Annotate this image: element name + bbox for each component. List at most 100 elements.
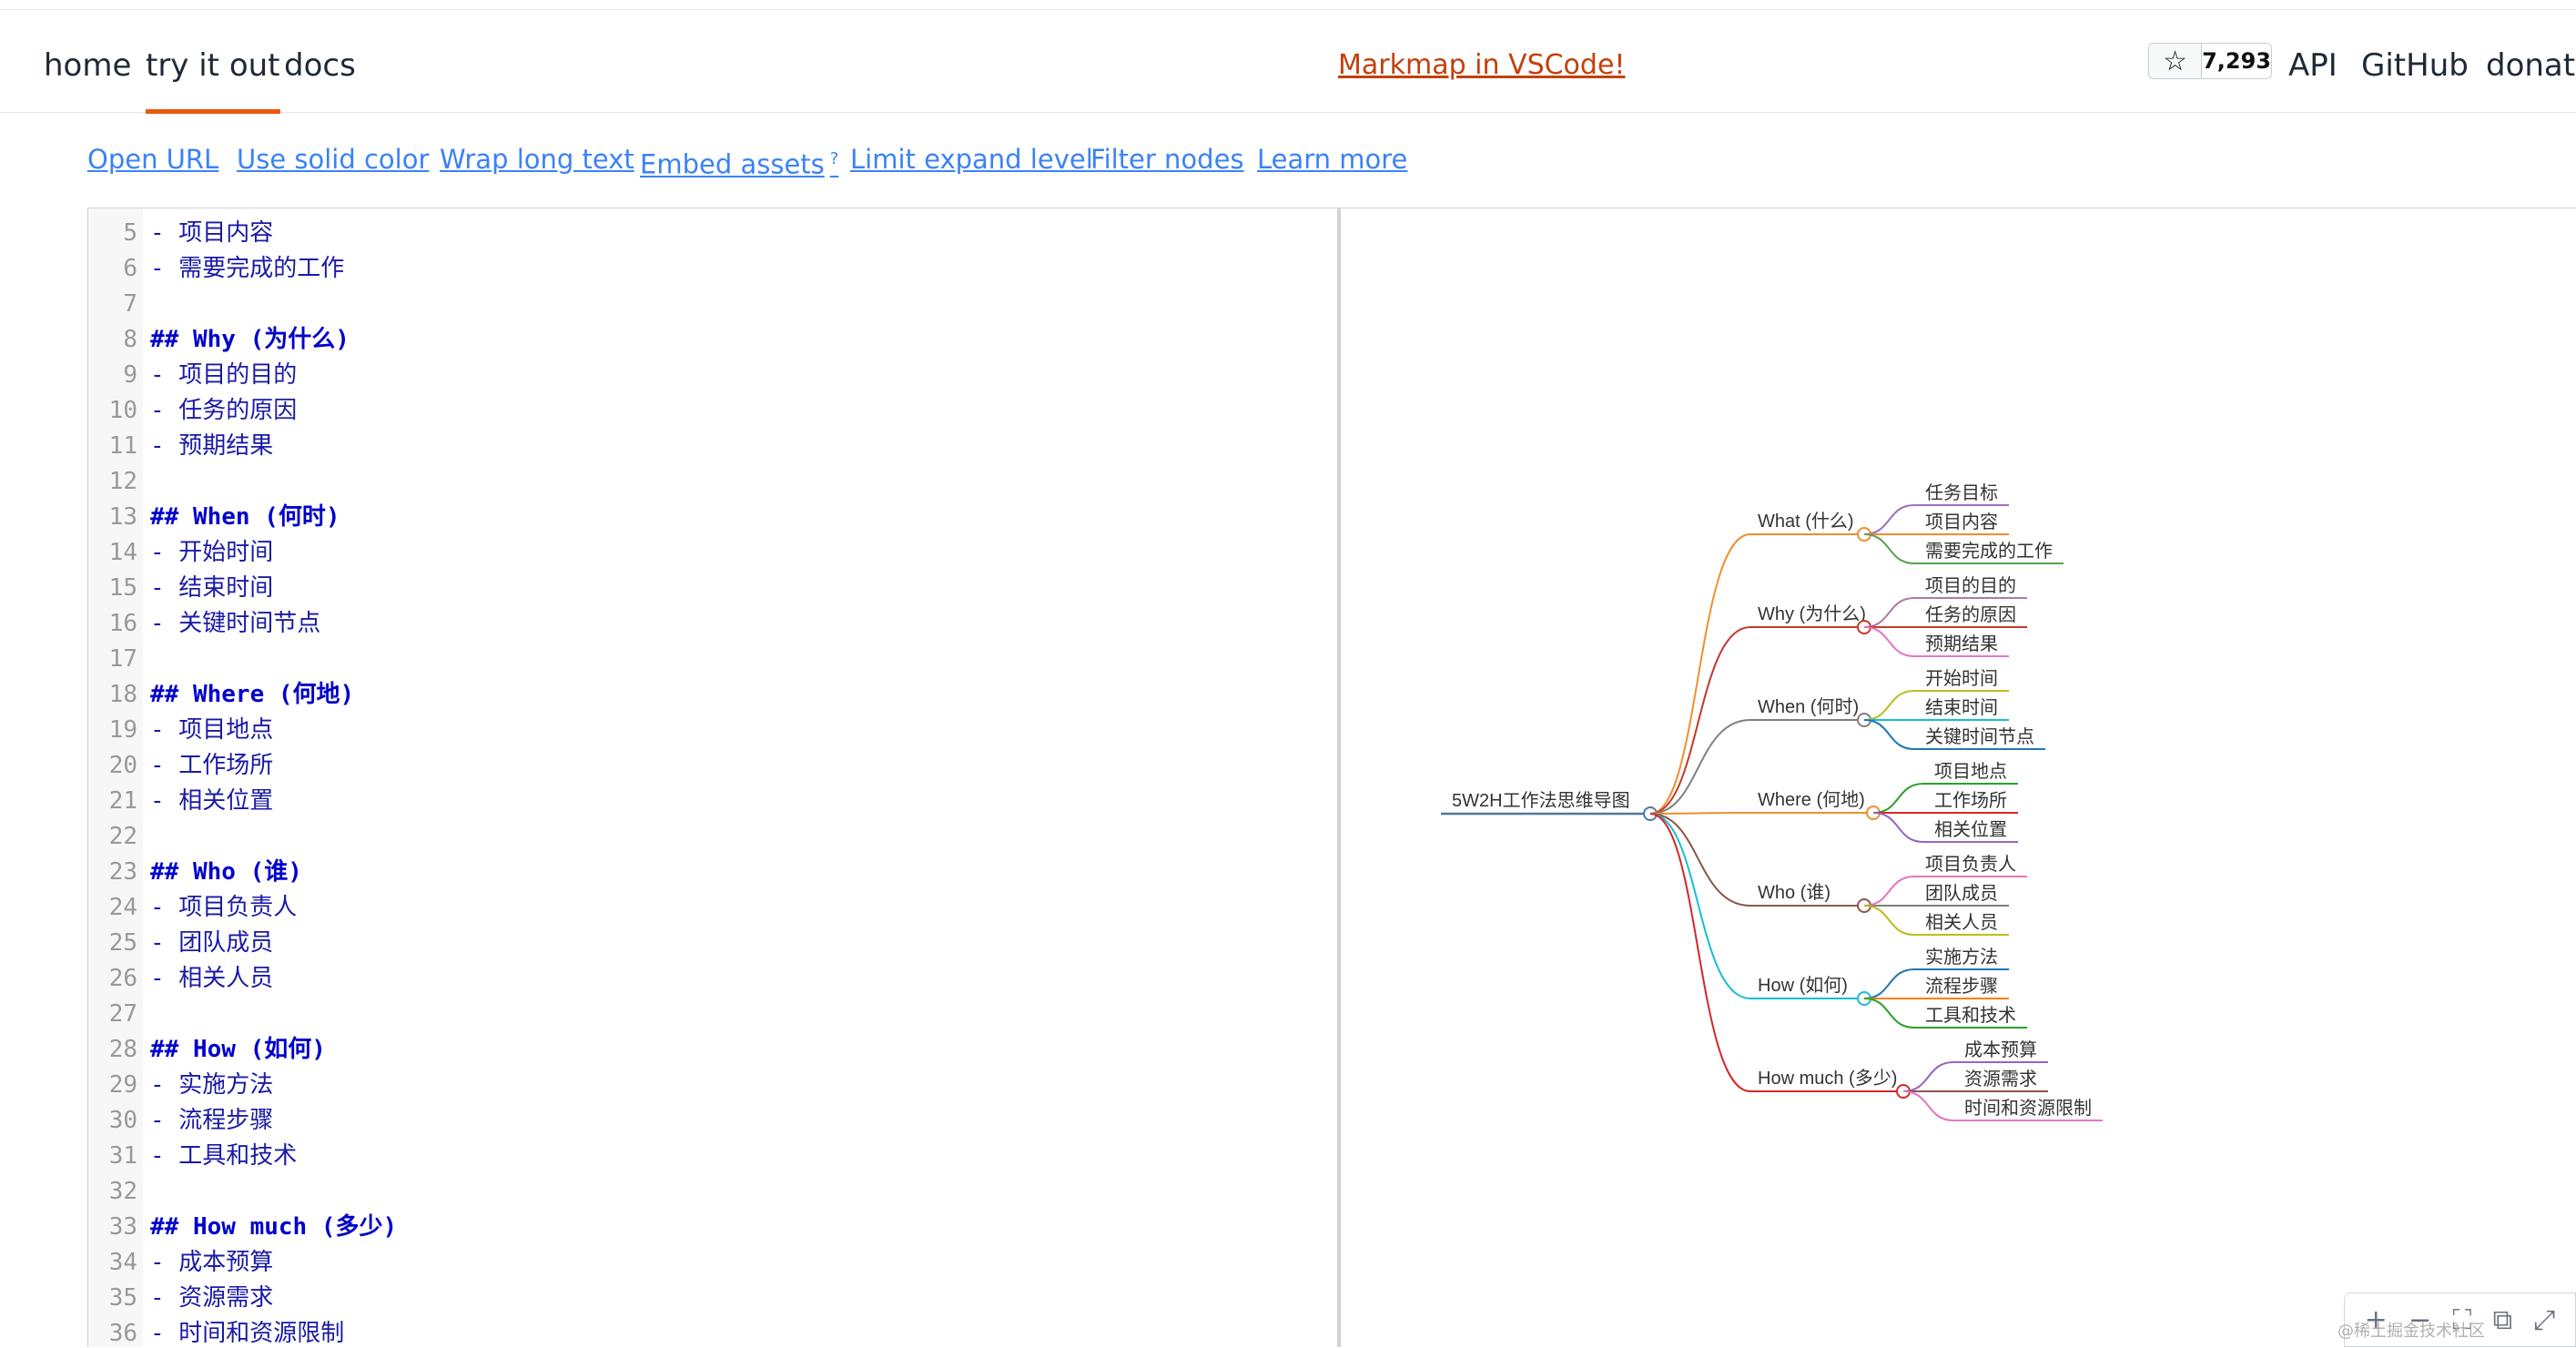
editor-line[interactable]: 8## Why (为什么) <box>88 322 1337 358</box>
editor-line[interactable]: 20- 工作场所 <box>88 748 1337 784</box>
star-icon: ☆ <box>2149 44 2203 78</box>
leaf-node-label: 任务的原因 <box>1925 604 2016 625</box>
leaf-node-label: 需要完成的工作 <box>1925 541 2053 562</box>
line-text: - 项目负责人 <box>150 894 298 921</box>
editor-line[interactable]: 21- 相关位置 <box>88 784 1337 819</box>
fullscreen-icon[interactable]: ⤢ <box>2533 1303 2556 1336</box>
editor-line[interactable]: 11 - 预期结果 <box>88 429 1337 464</box>
editor-line[interactable]: 36- 时间和资源限制 <box>88 1316 1337 1347</box>
editor-line[interactable]: 24- 项目负责人 <box>88 890 1337 926</box>
toolbar-label: Learn more <box>1257 144 1408 175</box>
editor-line[interactable]: 27 <box>88 997 1337 1032</box>
branch-link <box>1649 626 1751 815</box>
filter-nodes-link[interactable]: Filter nodes <box>1090 141 1244 177</box>
nav-try-it-out[interactable]: try it out <box>146 43 280 114</box>
nav-api[interactable]: API <box>2288 47 2338 84</box>
editor-line[interactable]: 7 <box>88 287 1337 322</box>
line-number: 6 <box>123 255 137 282</box>
editor-line[interactable]: 14- 开始时间 <box>88 535 1337 571</box>
leaf-link <box>1863 690 1915 721</box>
github-star-button[interactable]: ☆ 7,293 <box>2148 43 2272 79</box>
learn-more-link[interactable]: Learn more <box>1257 141 1407 177</box>
leaf-link <box>1902 1090 1954 1121</box>
line-text: - 预期结果 <box>150 432 274 460</box>
use-solid-color-link[interactable]: Use solid color <box>237 141 429 177</box>
line-number: 35 <box>108 1284 137 1312</box>
editor-line[interactable]: 26- 相关人员 <box>88 961 1337 997</box>
editor-line[interactable]: 34- 成本预算 <box>88 1245 1337 1281</box>
heading-text: ## When (何时) <box>150 503 340 531</box>
toolbar-label: Embed assets <box>640 148 825 180</box>
editor-line[interactable]: 30- 流程步骤 <box>88 1103 1337 1139</box>
branch-node-label: Why (为什么) <box>1758 603 1866 624</box>
line-text: - 资源需求 <box>150 1284 274 1312</box>
nav-docs[interactable]: docs <box>284 47 356 84</box>
nav-home[interactable]: home <box>44 47 132 84</box>
wrap-long-text-link[interactable]: Wrap long text <box>440 141 634 177</box>
heading-text: ## How (如何) <box>150 1036 326 1063</box>
line-number: 8 <box>123 326 137 353</box>
leaf-node-label: 团队成员 <box>1925 883 1998 904</box>
branch-node-label: How much (多少) <box>1758 1068 1897 1089</box>
editor-line[interactable]: 25- 团队成员 <box>88 926 1337 961</box>
editor-line[interactable]: 6- 需要完成的工作 <box>88 251 1337 287</box>
pane-splitter[interactable] <box>1338 208 1341 1347</box>
branch-link <box>1649 813 1751 999</box>
editor-line[interactable]: 12 <box>88 464 1337 500</box>
line-text: - 任务的原因 <box>150 397 298 424</box>
line-number: 10 <box>108 397 137 424</box>
editor-line[interactable]: 32 <box>88 1174 1337 1210</box>
leaf-node-label: 关键时间节点 <box>1925 726 2034 747</box>
line-number-gutter <box>88 208 143 1347</box>
line-text: - 成本预算 <box>150 1249 274 1276</box>
editor-line[interactable]: 13## When (何时) <box>88 500 1337 535</box>
editor-line[interactable]: 29- 实施方法 <box>88 1068 1337 1103</box>
line-number: 11 <box>108 432 137 460</box>
leaf-link <box>1872 783 1924 814</box>
branch-link <box>1649 533 1751 815</box>
line-text: - 工作场所 <box>150 752 274 779</box>
editor-line[interactable]: 9- 项目的目的 <box>88 358 1337 393</box>
editor-line[interactable]: 23## Who (谁) <box>88 855 1337 890</box>
top-divider <box>0 9 2576 10</box>
editor-line[interactable]: 33## How much (多少) <box>88 1210 1337 1245</box>
editor-line[interactable]: 19- 项目地点 <box>88 713 1337 748</box>
leaf-node-label: 时间和资源限制 <box>1964 1098 2092 1119</box>
leaf-node-label: 实施方法 <box>1925 947 1998 968</box>
help-marker[interactable]: ? <box>829 149 839 168</box>
toolbar-label: Wrap long text <box>440 144 634 175</box>
editor-line[interactable]: 35 - 资源需求 <box>88 1281 1337 1316</box>
editor-line[interactable]: 15- 结束时间 <box>88 571 1337 606</box>
nav-github[interactable]: GitHub <box>2361 47 2469 84</box>
line-number: 36 <box>108 1320 137 1347</box>
line-number: 7 <box>123 290 137 318</box>
fit-icon[interactable]: ⛶ <box>2452 1303 2472 1336</box>
star-count: 7,293 <box>2202 48 2271 74</box>
open-url-link[interactable]: Open URL <box>87 141 218 177</box>
nav-donate[interactable]: donate <box>2486 47 2576 84</box>
mindmap-toolbar: +−⛶ ⧉ ⤢ <box>2344 1292 2576 1347</box>
recurse-icon[interactable]: ⧉ <box>2492 1303 2513 1336</box>
editor-line[interactable]: 22 <box>88 819 1337 855</box>
embed-assets-link[interactable]: Embed assets? <box>640 141 838 183</box>
zoom-in-icon[interactable]: + <box>2364 1303 2388 1336</box>
editor-line[interactable]: 10 - 任务的原因 <box>88 393 1337 429</box>
editor-line[interactable]: 5- 项目内容 <box>88 216 1337 251</box>
limit-expand-level-link[interactable]: Limit expand level <box>850 141 1093 177</box>
line-number: 5 <box>123 219 137 247</box>
editor-line[interactable]: 31- 工具和技术 <box>88 1139 1337 1174</box>
vscode-promo-link[interactable]: Markmap in VSCode! <box>1338 49 1626 81</box>
editor-line[interactable]: 18## Where (何地) <box>88 677 1337 713</box>
line-number: 17 <box>108 645 137 673</box>
branch-link <box>1649 813 1751 1092</box>
editor-line[interactable]: 28## How (如何) <box>88 1032 1337 1068</box>
editor-line[interactable]: 16- 关键时间节点 <box>88 606 1337 642</box>
editor-line[interactable]: 17 <box>88 642 1337 677</box>
zoom-out-icon[interactable]: − <box>2409 1303 2432 1336</box>
branch-node-label: Who (谁) <box>1758 882 1831 903</box>
toolbar-label: Limit expand level <box>850 144 1093 175</box>
line-number: 12 <box>108 468 137 495</box>
